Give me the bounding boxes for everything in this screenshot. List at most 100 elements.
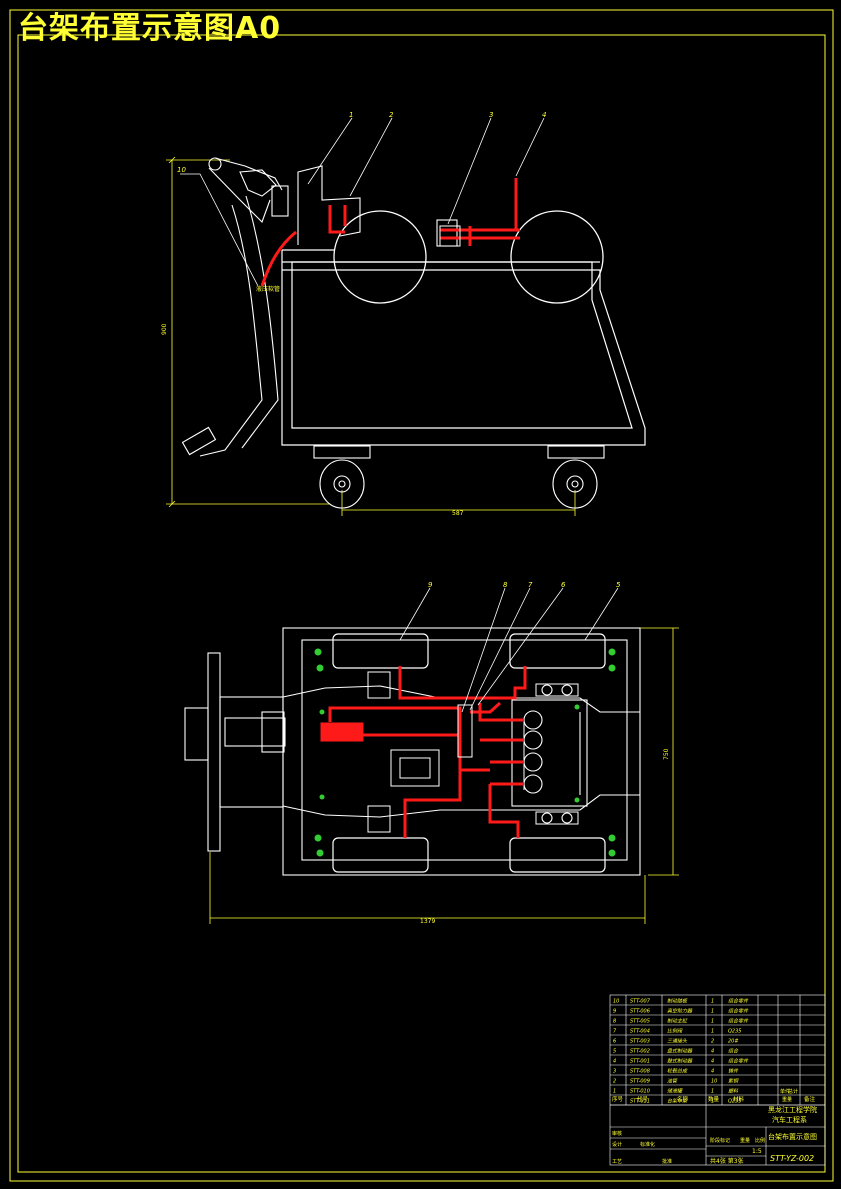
parts-cell-material: 紫铜 bbox=[728, 1078, 739, 1085]
dept-name: 汽车工程系 bbox=[772, 1115, 807, 1124]
role-approve: 批准 bbox=[662, 1158, 672, 1165]
role-check: 审核 bbox=[612, 1130, 622, 1137]
parts-cell-no: 6 bbox=[613, 1039, 616, 1045]
parts-cell-no: 3 bbox=[613, 1069, 616, 1075]
header-name: 名称 bbox=[677, 1095, 689, 1103]
front-drum bbox=[333, 210, 427, 304]
top-wheels bbox=[332, 633, 606, 873]
parts-cell-qty: 1 bbox=[711, 1029, 714, 1035]
top-cylinders bbox=[523, 684, 573, 824]
parts-cell-name: 轮毂总成 bbox=[667, 1068, 688, 1075]
header-total-weight: 总计 bbox=[788, 1088, 798, 1095]
reservoir bbox=[271, 165, 458, 247]
role-design: 设计 bbox=[612, 1141, 622, 1148]
side-part-note: 液压软管 bbox=[256, 285, 280, 293]
callout-7: 7 bbox=[528, 581, 533, 589]
parts-cell-name: 比例阀 bbox=[667, 1028, 683, 1035]
brake-pedal bbox=[181, 157, 283, 457]
parts-cell-code: STT-004 bbox=[630, 1029, 650, 1035]
parts-cell-code: STT-001 bbox=[630, 1059, 650, 1065]
parts-cell-name: 制动主缸 bbox=[667, 1018, 688, 1025]
parts-cell-name: 油管 bbox=[667, 1078, 678, 1085]
parts-cell-qty: 10 bbox=[711, 1079, 717, 1085]
parts-cell-material: 组合零件 bbox=[728, 1008, 749, 1015]
parts-cell-qty: 1 bbox=[711, 999, 714, 1005]
parts-cell-material: 组合零件 bbox=[728, 998, 749, 1005]
callout-1: 1 bbox=[349, 111, 353, 119]
top-pedal-assembly bbox=[184, 652, 286, 852]
scale-value: 1:5 bbox=[752, 1148, 762, 1155]
dim-width bbox=[640, 627, 679, 876]
top-mount-bolts bbox=[314, 648, 616, 857]
callout-9: 9 bbox=[428, 581, 433, 589]
parts-cell-material: 铸件 bbox=[728, 1068, 739, 1075]
parts-cell-no: 10 bbox=[613, 999, 619, 1005]
parts-cell-material: Q235 bbox=[728, 1029, 741, 1035]
drawing-code: STT-YZ-002 bbox=[770, 1154, 814, 1163]
parts-cell-code: STT-005 bbox=[630, 1019, 650, 1025]
role-process: 工艺 bbox=[612, 1159, 622, 1165]
top-view: 1379 750 bbox=[184, 581, 679, 925]
callout-8: 8 bbox=[503, 581, 508, 589]
rear-drum bbox=[510, 210, 604, 304]
parts-cell-no: 5 bbox=[613, 1049, 616, 1055]
parts-cell-material: 组合零件 bbox=[728, 1058, 749, 1065]
side-leaders bbox=[180, 117, 545, 287]
callout-2: 2 bbox=[389, 111, 394, 119]
parts-cell-qty: 1 bbox=[711, 1019, 714, 1025]
parts-cell-name: 三通接头 bbox=[667, 1038, 688, 1045]
role-ratio: 比例 bbox=[755, 1137, 765, 1144]
parts-cell-qty: 4 bbox=[711, 1069, 714, 1075]
header-code: 代号 bbox=[637, 1095, 649, 1103]
parts-cell-name: 盘式制动器 bbox=[667, 1048, 693, 1055]
top-hydraulic-lines bbox=[320, 666, 527, 838]
front-caster bbox=[313, 445, 371, 509]
sheet-title: 台架布置示意图A0 bbox=[18, 11, 282, 46]
parts-cell-no: 1 bbox=[613, 1089, 616, 1095]
parts-cell-qty: 1 bbox=[711, 1009, 714, 1015]
parts-cell-code: STT-002 bbox=[630, 1049, 650, 1055]
header-material: 材料 bbox=[733, 1095, 745, 1103]
school-name: 黑龙江工程学院 bbox=[768, 1105, 817, 1114]
callout-6: 6 bbox=[561, 581, 566, 589]
parts-cell-code: STT-003 bbox=[630, 1039, 650, 1045]
role-stage: 阶段标记 bbox=[710, 1137, 730, 1144]
top-brackets bbox=[367, 671, 579, 833]
parts-cell-no: 8 bbox=[613, 1019, 616, 1025]
role-mass: 重量 bbox=[740, 1137, 750, 1144]
side-valve-block bbox=[439, 225, 461, 247]
parts-cell-qty: 4 bbox=[711, 1059, 714, 1065]
dim-length-text: 1379 bbox=[420, 918, 435, 925]
callout-4: 4 bbox=[542, 111, 546, 119]
top-leaders bbox=[399, 587, 619, 713]
parts-cell-material: 组合 bbox=[728, 1048, 739, 1055]
header-no: 序号 bbox=[612, 1095, 624, 1103]
callout-5: 5 bbox=[616, 581, 621, 589]
parts-cell-material: 20# bbox=[728, 1039, 739, 1045]
side-hydraulic-lines bbox=[260, 178, 520, 287]
dim-height-text: 900 bbox=[161, 323, 168, 335]
callout-3: 3 bbox=[489, 111, 493, 119]
parts-cell-name: 储液罐 bbox=[667, 1088, 683, 1095]
parts-cell-name: 台架车架 bbox=[667, 1098, 688, 1105]
drawing-name: 台架布置示意图 bbox=[768, 1132, 817, 1141]
parts-cell-material: Q235 bbox=[728, 1099, 741, 1105]
header-qty: 数量 bbox=[708, 1095, 720, 1103]
parts-cell-name: 制动踏板 bbox=[667, 998, 688, 1005]
dim-width-text: 750 bbox=[663, 748, 670, 760]
parts-cell-material: 组合零件 bbox=[728, 1018, 749, 1025]
parts-cell-code: STT-008 bbox=[630, 1069, 650, 1075]
parts-cell-name: 鼓式制动器 bbox=[667, 1058, 693, 1065]
dim-wheelbase bbox=[341, 490, 576, 516]
parts-cell-qty: 1 bbox=[711, 1089, 714, 1095]
header-weight: 重量 bbox=[782, 1096, 792, 1103]
parts-cell-code: STT-006 bbox=[630, 1009, 650, 1015]
drawing-frame bbox=[9, 9, 834, 1182]
parts-cell-no: 7 bbox=[613, 1029, 617, 1035]
sheet-count: 共4张 第3张 bbox=[710, 1157, 744, 1165]
header-remark: 备注 bbox=[804, 1095, 816, 1103]
role-standard: 标准化 bbox=[640, 1141, 655, 1148]
parts-cell-material: 塑料 bbox=[728, 1088, 739, 1095]
